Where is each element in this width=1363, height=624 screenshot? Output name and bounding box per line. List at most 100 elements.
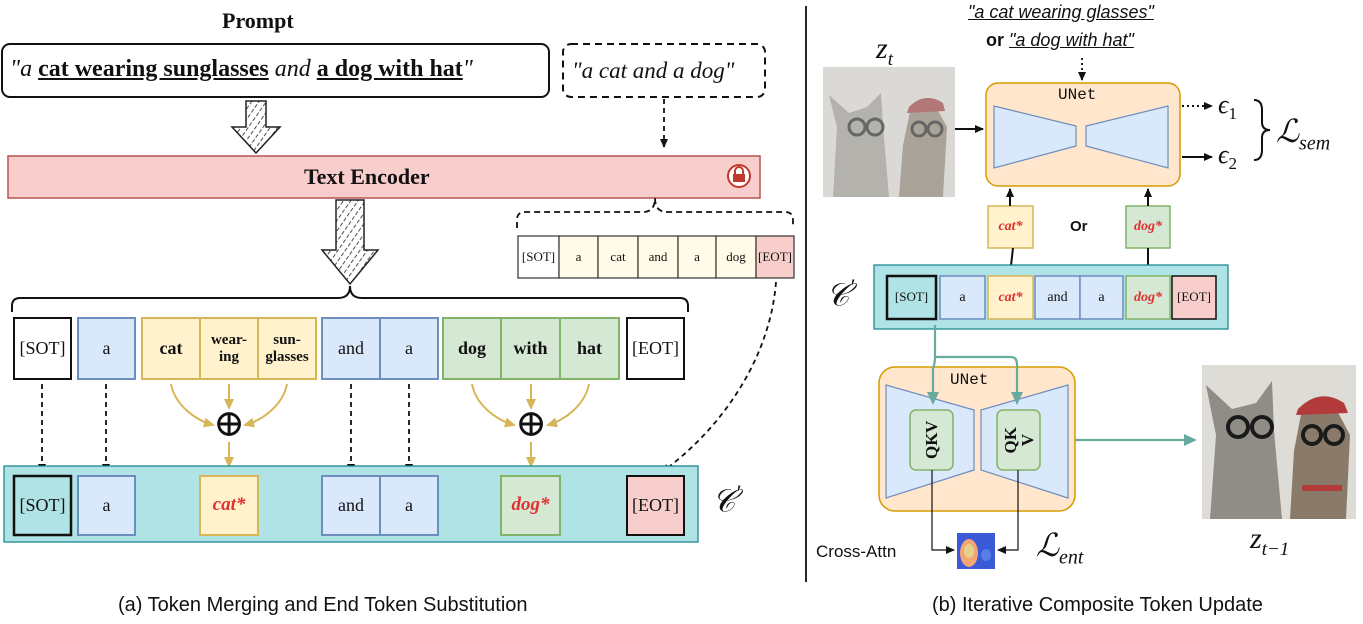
token-sunglasses: sun- glasses: [258, 318, 316, 379]
result-token-a-1: a: [102, 494, 111, 515]
c-symbol-b: 𝒞: [826, 276, 850, 313]
l-ent-label: ℒent: [1036, 526, 1083, 569]
enc-token-1: a: [575, 248, 582, 264]
or-mid-label: Or: [1070, 218, 1088, 235]
prompt-text: "a cat wearing sunglasses and a dog with…: [10, 56, 473, 83]
bar-token-2: cat*: [998, 289, 1023, 305]
eps2-symbol: ϵ: [1218, 140, 1229, 169]
teal-arrows: [927, 325, 1197, 446]
noisy-image-zt: [823, 67, 955, 197]
enc-token-2: cat: [610, 248, 626, 264]
caption-a: (a) Token Merging and End Token Substitu…: [118, 594, 528, 616]
unet-top-decoder: [1085, 105, 1169, 169]
prompt-b1: "a cat wearing glasses": [968, 2, 1154, 22]
l-ent-symbol: ℒ: [1036, 527, 1060, 563]
result-token-eot: [EOT]: [632, 494, 679, 515]
unet-bottom-label: UNet: [950, 371, 989, 389]
enc-token-0: [SOT]: [521, 248, 556, 264]
prompt-b-or: or: [986, 30, 1010, 50]
c-prime-bar-tokens: [885, 274, 1217, 321]
result-token-boxes: [12, 474, 685, 537]
z-t-subscript: t: [887, 49, 893, 70]
prompt-close: ": [462, 56, 473, 82]
result-token-and: and: [338, 494, 364, 515]
bar-token-3: and: [1047, 289, 1068, 305]
bar-token-0: [SOT]: [894, 289, 929, 305]
result-token-cat-star: cat*: [212, 494, 246, 516]
cat-star-label: cat*: [998, 219, 1023, 235]
token-wearing-part1: wear-: [210, 332, 248, 348]
text-encoder-label: Text Encoder: [304, 164, 430, 189]
token-dog: dog: [457, 337, 486, 358]
token-sunglasses-part2: glasses: [265, 348, 309, 365]
lock-icon: [727, 164, 751, 188]
l-sem-symbol: ℒ: [1276, 113, 1300, 149]
cross-attn-lines: [931, 470, 1019, 554]
merge-arrows-cat: [170, 383, 288, 468]
token-sunglasses-part1: sun-: [273, 332, 301, 348]
c-prime-label-b: 𝒞′: [826, 274, 854, 315]
unet-top-label: UNet: [1058, 86, 1097, 104]
eps1-subscript: 1: [1228, 104, 1237, 124]
text-encoder-bar: [7, 155, 761, 199]
prompt-dog-phrase: a dog with hat: [316, 56, 463, 82]
l-sem-label: ℒsem: [1276, 112, 1330, 155]
z-t1-subscript: t−1: [1261, 539, 1290, 560]
cross-attn-label: Cross-Attn: [816, 542, 897, 561]
token-hat: hat: [576, 337, 602, 358]
c-prime-label-a: 𝒞′: [712, 480, 740, 521]
token-boxes: [13, 317, 685, 380]
enc-token-6: [EOT]: [758, 248, 792, 264]
z-t1-label: zt−1: [1250, 522, 1289, 561]
prompt-open: "a: [10, 56, 39, 82]
encoded-brace: [516, 197, 794, 228]
encoded-token-row: [517, 235, 795, 279]
down-arrow-2: [320, 199, 380, 286]
simple-prompt-box: [562, 43, 766, 98]
prompt-heading: Prompt: [222, 8, 294, 33]
eps1-symbol: ϵ: [1218, 90, 1229, 119]
token-a-1: a: [102, 337, 111, 358]
eps1-label: ϵ1: [1218, 90, 1237, 124]
c-prime-mark-b: ′: [849, 274, 855, 299]
enc-token-3: and: [648, 248, 668, 264]
simple-prompt-text: "a cat and a dog": [572, 58, 735, 83]
sem-brace: [1253, 99, 1271, 161]
z-t1-symbol: z: [1250, 522, 1262, 555]
z-t-label: zt: [876, 32, 893, 71]
bar-token-5: dog*: [1134, 289, 1162, 305]
bar-token-6: [EOT]: [1177, 289, 1211, 305]
down-arrow-1: [230, 100, 282, 155]
enc-token-4: a: [694, 248, 700, 264]
result-token-sot: [SOT]: [19, 494, 66, 515]
token-a-2: a: [405, 337, 413, 358]
merge-symbol-dog: ⊕: [515, 403, 547, 446]
z-t-symbol: z: [876, 32, 888, 65]
prompt-and: and: [268, 56, 317, 82]
attn-left-text: QK V: [910, 410, 953, 470]
prompt-b2: "a dog with hat": [1009, 30, 1134, 50]
token-cat: cat: [159, 337, 183, 358]
attn-left-qk: QK: [922, 432, 941, 460]
merge-arrows-dog: [471, 383, 590, 468]
token-eot: [EOT]: [632, 337, 679, 358]
caption-b: (b) Iterative Composite Token Update: [932, 594, 1263, 616]
attn-right-qk: QK: [1000, 426, 1020, 454]
result-token-dog-star: dog*: [511, 494, 550, 516]
token-sot: [SOT]: [19, 337, 66, 358]
attn-right-text: QK V: [997, 410, 1040, 470]
result-token-a-2: a: [405, 494, 413, 515]
eps2-label: ϵ2: [1218, 140, 1237, 174]
token-down-arrows: [38, 281, 777, 473]
c-prime-mark: ′: [735, 480, 741, 505]
bar-token-4: a: [1098, 289, 1105, 305]
token-and: and: [338, 337, 364, 358]
prompt-box: [1, 43, 550, 98]
enc-token-5: dog: [726, 248, 746, 264]
clean-image-zt1: [1202, 365, 1356, 519]
dog-star-label: dog*: [1134, 219, 1162, 235]
token-wearing: wear- ing: [200, 318, 258, 379]
eps2-subscript: 2: [1228, 154, 1237, 174]
